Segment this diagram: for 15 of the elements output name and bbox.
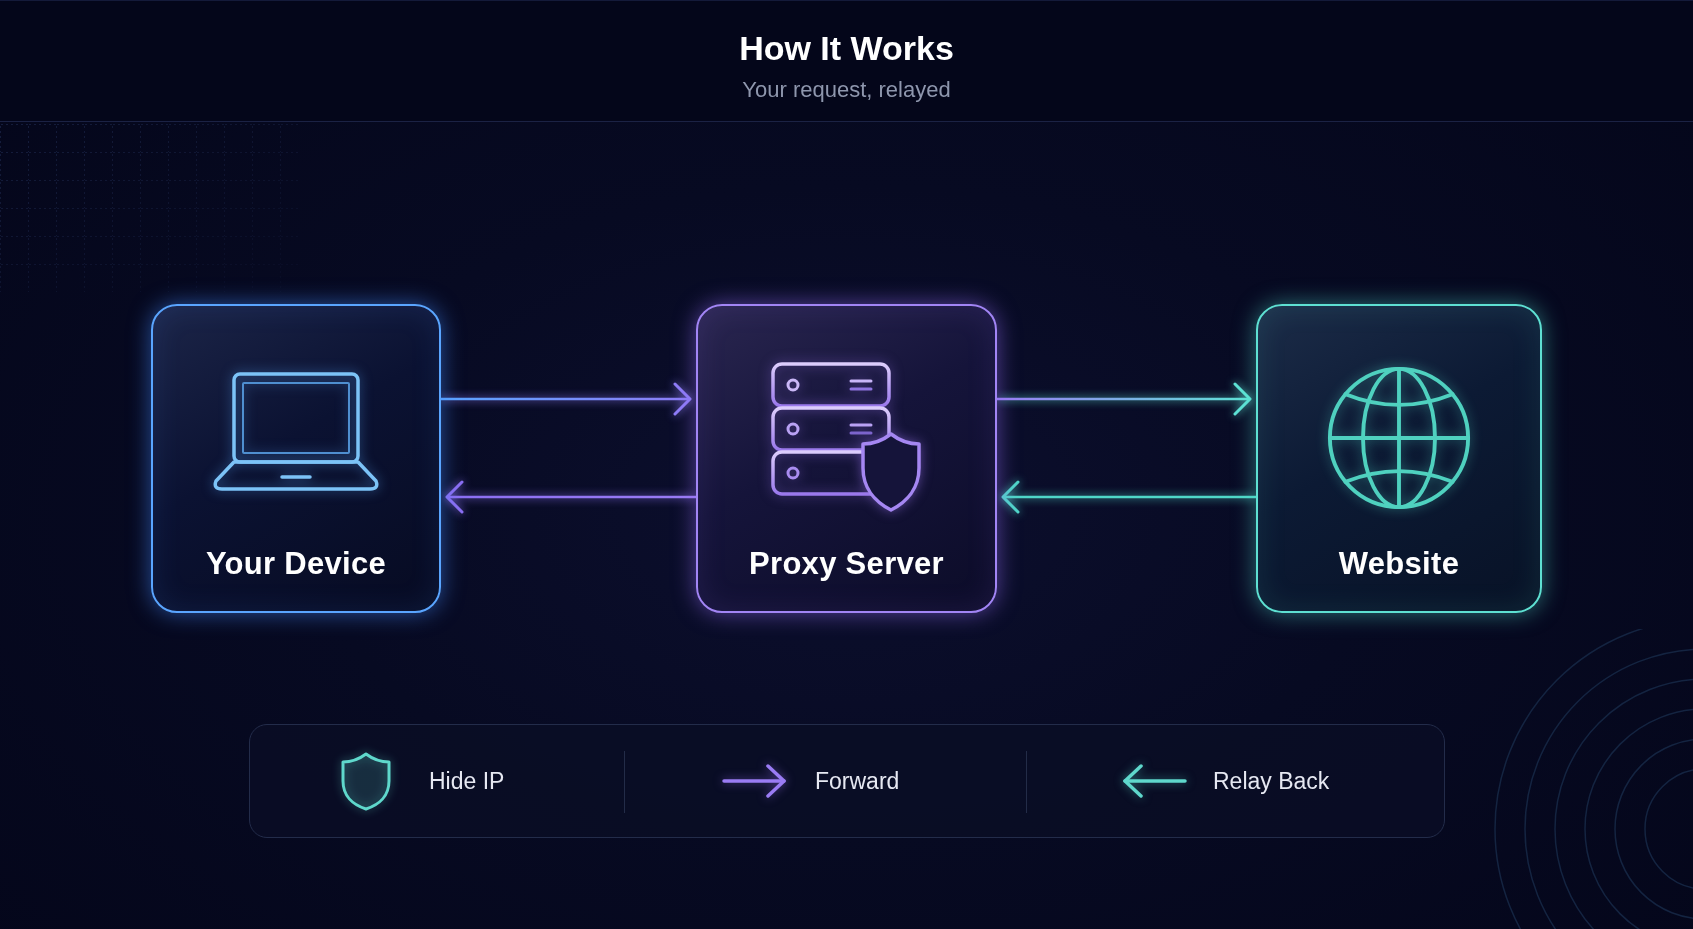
node-label: Your Device <box>205 545 387 583</box>
legend-label: Relay Back <box>1213 767 1330 796</box>
arrow <box>1001 480 1256 514</box>
arrow <box>445 480 696 514</box>
node-label: Proxy Server <box>749 545 944 583</box>
title: How It Works <box>739 28 954 68</box>
node-card <box>151 304 441 613</box>
node-card <box>1256 304 1542 613</box>
arrow <box>997 382 1252 416</box>
node-card <box>696 304 997 613</box>
legend-label: Forward <box>815 767 900 796</box>
node-label: Website <box>1338 545 1460 583</box>
legend-label: Hide IP <box>429 767 505 796</box>
subtitle: Your request, relayed <box>742 76 951 104</box>
arrow <box>441 382 692 416</box>
